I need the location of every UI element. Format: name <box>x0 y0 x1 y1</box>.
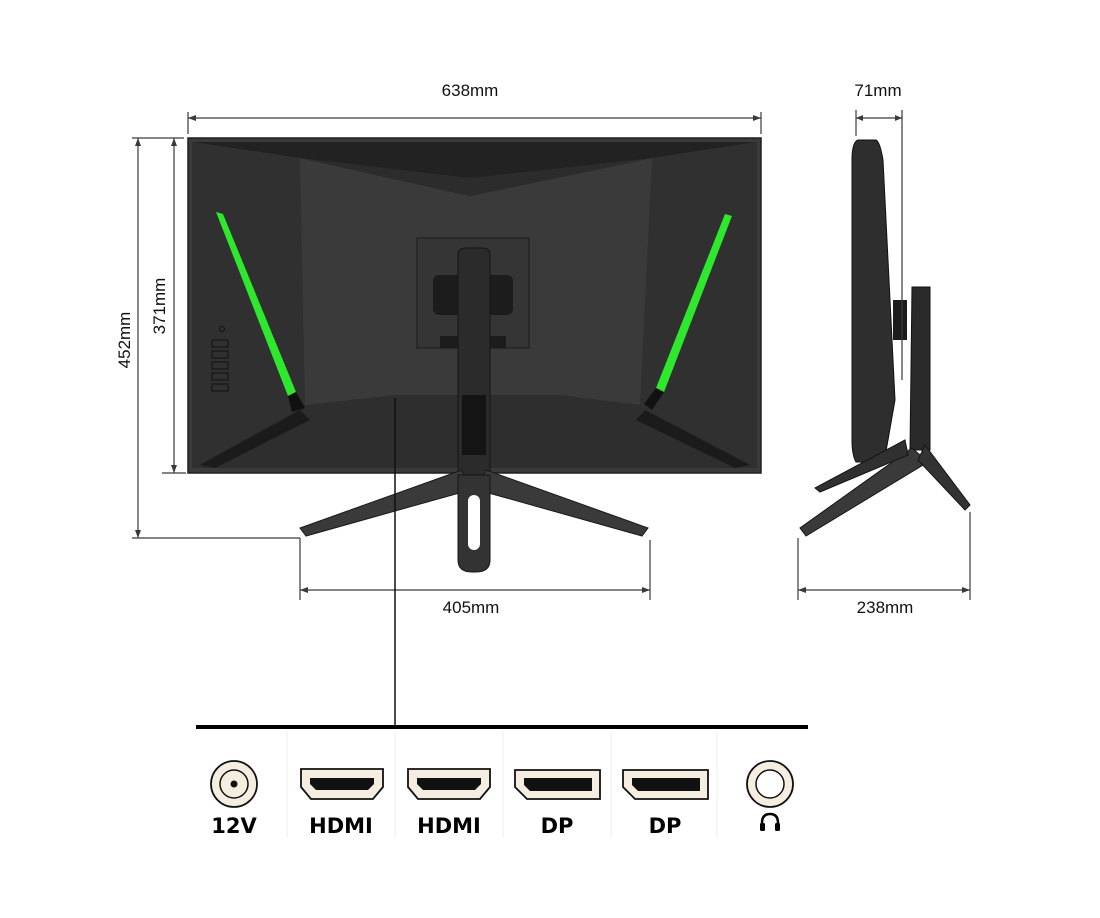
displayport-icon <box>514 769 601 800</box>
button-4 <box>211 372 229 381</box>
stand-left-leg <box>299 469 471 537</box>
audio-jack-icon <box>746 760 794 808</box>
port-label-12v: 12V <box>211 814 257 838</box>
right-lower-shadow <box>636 410 750 468</box>
total-height-label: 452mm <box>115 312 134 369</box>
stand-width-label: 405mm <box>443 598 500 617</box>
width-label: 638mm <box>442 81 499 100</box>
port-label-dp-1: DP <box>541 814 574 838</box>
side-mount-bracket <box>893 300 907 340</box>
port-label-dp-2: DP <box>649 814 682 838</box>
hdmi-port-icon <box>300 768 384 800</box>
side-stand-neck <box>909 286 931 451</box>
dimension-lines <box>132 110 971 728</box>
port-panel: 12V HDMI HDMI DP DP <box>196 725 808 838</box>
panel-height-label: 371mm <box>150 278 169 335</box>
left-green-light-strip <box>216 212 296 396</box>
osd-control-buttons <box>211 326 229 392</box>
side-stand-rear-leg <box>814 439 909 493</box>
top-bevel-inner <box>300 158 652 196</box>
right-green-light-strip <box>656 214 732 392</box>
displayport-icon <box>622 769 709 800</box>
left-strip-end <box>288 392 305 412</box>
hdmi-port-icon <box>407 768 491 800</box>
top-bevel <box>192 142 757 196</box>
left-lower-shadow <box>200 410 310 468</box>
side-stand-back-leg <box>917 444 971 511</box>
headphone-icon <box>760 812 780 831</box>
stand-cutout <box>468 495 480 550</box>
power-led-icon <box>219 326 225 332</box>
port-label-hdmi-1: HDMI <box>309 814 373 838</box>
cable-slot <box>462 395 486 455</box>
button-2 <box>211 350 229 359</box>
stand-base <box>299 469 649 573</box>
monitor-back-view <box>187 137 762 573</box>
monitor-side-view <box>799 139 971 537</box>
stand-depth-label: 238mm <box>857 598 914 617</box>
side-panel-profile <box>851 139 896 463</box>
dc-power-jack-icon <box>210 760 258 808</box>
depth-label: 71mm <box>854 81 901 100</box>
button-3 <box>211 361 229 370</box>
dimension-labels: 638mm 71mm 452mm 371mm 405mm 238mm <box>115 81 913 617</box>
left-side-panel <box>192 142 305 468</box>
button-1 <box>211 339 229 348</box>
port-label-hdmi-2: HDMI <box>417 814 481 838</box>
button-5 <box>211 383 229 392</box>
stand-right-leg <box>477 469 649 537</box>
right-strip-end <box>644 388 664 410</box>
